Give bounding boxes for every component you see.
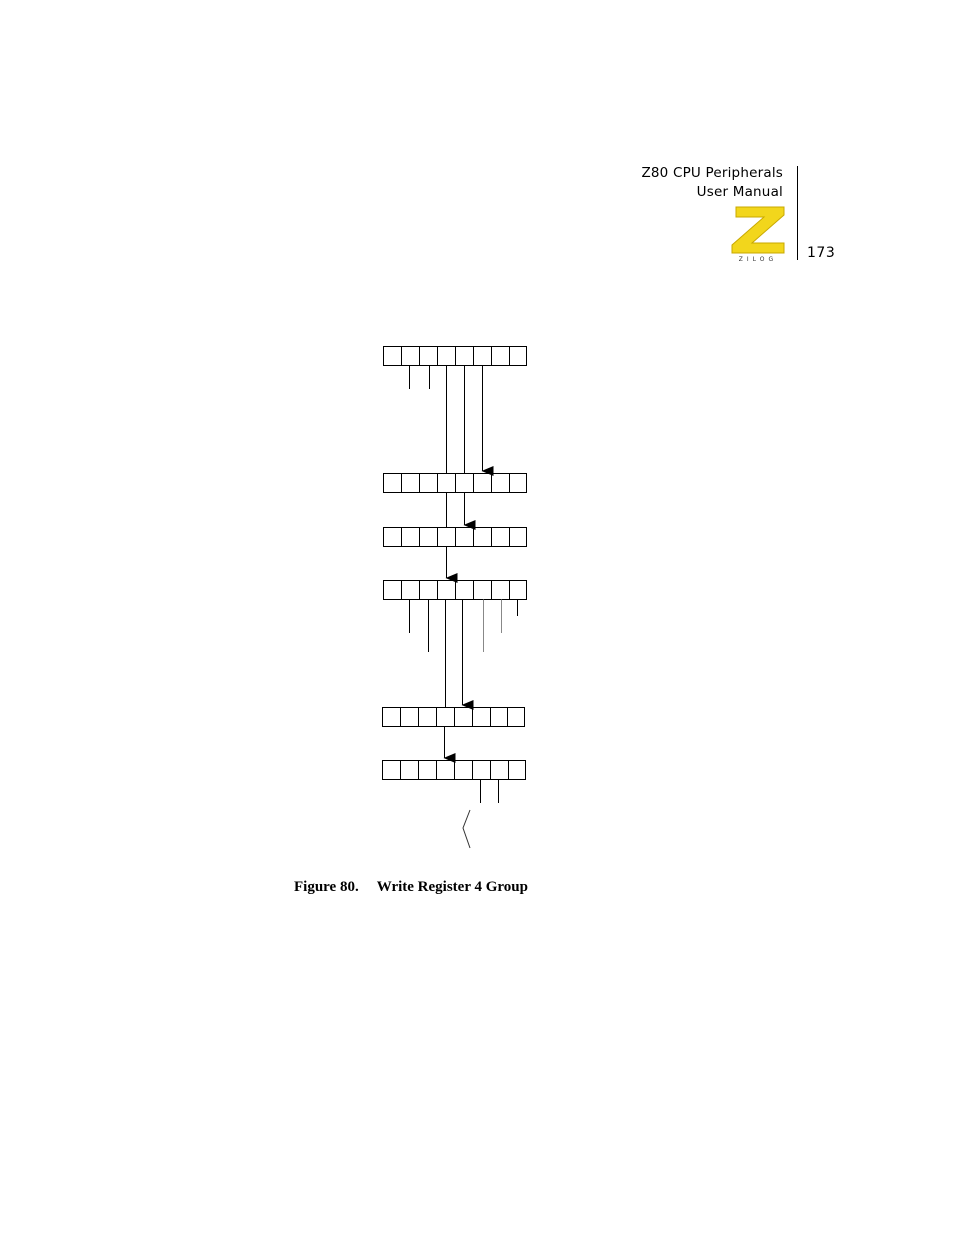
header-title-line1: Z80 CPU Peripherals — [641, 165, 783, 181]
header-title-line2: User Manual — [696, 184, 783, 200]
zilog-logo-wordmark: ZILOG — [739, 256, 777, 263]
figure-caption: Figure 80. Write Register 4 Group — [294, 879, 528, 896]
page-header-title: Z80 CPU Peripherals User Manual — [641, 164, 783, 202]
register-row-3 — [383, 527, 527, 547]
page-number: 173 — [807, 245, 836, 261]
register-row-1 — [383, 346, 527, 366]
register-row-5 — [382, 707, 525, 727]
write-register-4-diagram — [382, 346, 527, 849]
zilog-logo-z-shape — [731, 206, 785, 254]
register-row-4 — [383, 580, 527, 600]
register-row-2 — [383, 473, 527, 493]
row-1-bit-leads — [409, 365, 494, 476]
row-4-bit-leads — [409, 599, 518, 710]
register-row-6 — [382, 760, 526, 780]
figure-number: Figure 80. — [294, 879, 359, 895]
row-6-bit-leads — [462, 779, 499, 849]
zilog-logo: ZILOG — [731, 206, 785, 263]
header-divider — [797, 166, 798, 260]
bracket-mark — [462, 809, 471, 849]
figure-title: Write Register 4 Group — [376, 879, 528, 895]
row-2-bit-leads — [446, 492, 476, 530]
